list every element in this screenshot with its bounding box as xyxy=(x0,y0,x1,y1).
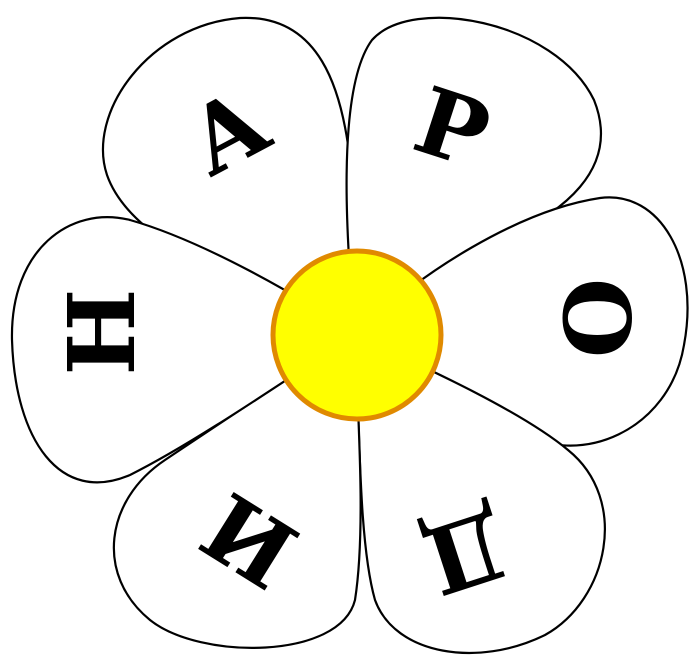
petal-letter: Н xyxy=(48,289,156,376)
petal-letter: О xyxy=(542,278,650,358)
flower-center xyxy=(273,251,441,419)
